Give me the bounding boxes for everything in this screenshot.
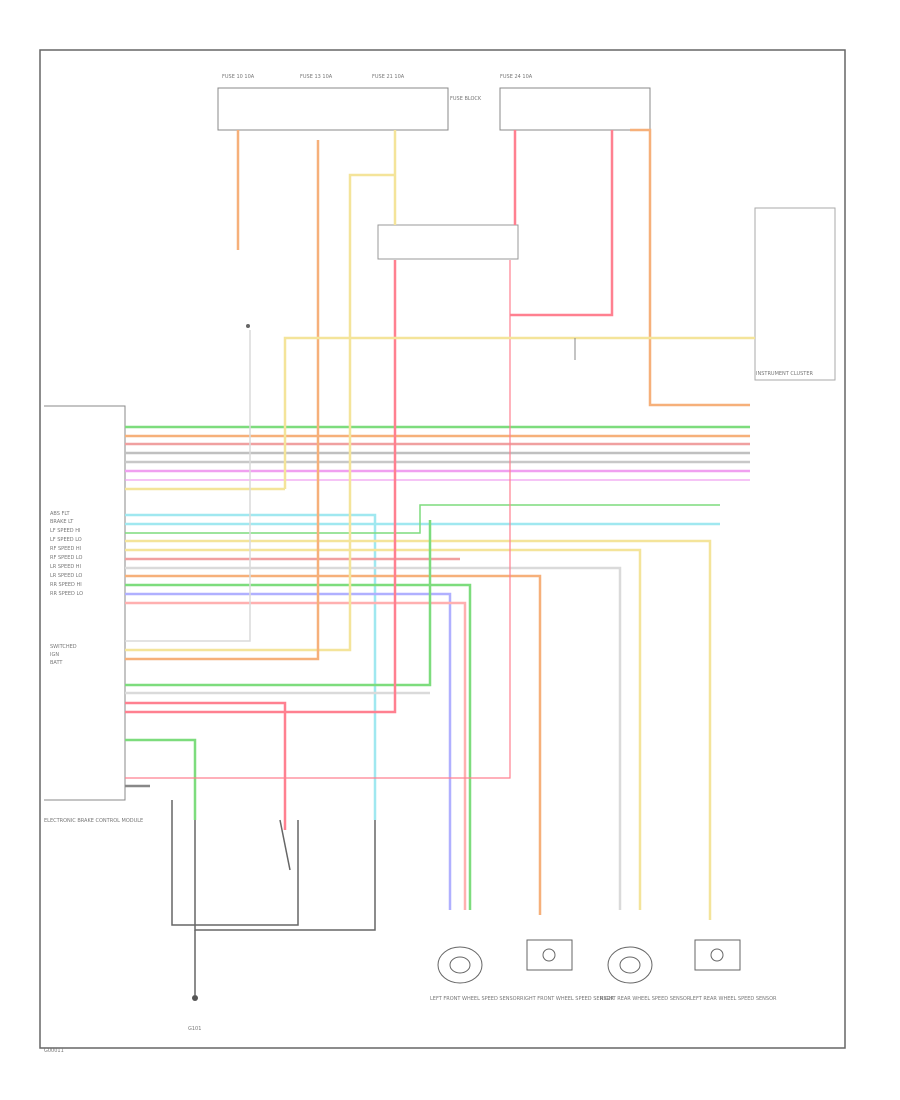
svg-text:LR SPEED LO: LR SPEED LO	[50, 573, 82, 579]
fuse-block-right: FUSE 24 10A	[499, 74, 651, 131]
page-code: G00011	[44, 1048, 64, 1054]
bus-wires	[125, 425, 750, 491]
svg-text:SWITCHED: SWITCHED	[50, 644, 77, 650]
rr-wheel-speed-sensor	[607, 946, 653, 984]
fuse-label-2: FUSE 13 10A	[300, 74, 333, 80]
svg-text:LR SPEED HI: LR SPEED HI	[50, 564, 81, 570]
svg-text:ABS FLT: ABS FLT	[50, 511, 70, 517]
svg-text:BRAKE LT: BRAKE LT	[50, 519, 74, 525]
switch-assembly	[171, 800, 376, 995]
svg-text:RF SPEED LO: RF SPEED LO	[50, 555, 82, 561]
rf-wheel-speed-sensor	[526, 939, 573, 971]
junction-dot	[246, 324, 250, 328]
instrument-cluster-label: INSTRUMENT CLUSTER	[756, 371, 814, 377]
svg-text:RR SPEED LO: RR SPEED LO	[50, 591, 83, 597]
sensor-labels: LEFT FRONT WHEEL SPEED SENSOR RIGHT FRON…	[430, 996, 777, 1002]
ebcm-pin-labels: SWITCHED IGN BATT ABS FLT BRAKE LT LF SP…	[50, 511, 83, 666]
ground-label: G101	[188, 1026, 201, 1032]
ground-symbol	[192, 995, 198, 1001]
supply-wires	[236, 128, 755, 489]
sensor-wires	[125, 140, 720, 920]
diagram-frame	[39, 49, 846, 1049]
ebcm-box: ELECTRONIC BRAKE CONTROL MODULE	[44, 405, 143, 824]
svg-text:RR SPEED HI: RR SPEED HI	[50, 582, 82, 588]
instrument-cluster-box: INSTRUMENT CLUSTER	[754, 207, 836, 381]
fuse-block-title: FUSE BLOCK	[450, 96, 482, 102]
lr-wheel-speed-sensor	[694, 939, 741, 971]
fuse-block-left: FUSE 10 10A FUSE 13 10A FUSE 21 10A FUSE…	[217, 74, 482, 131]
wheel-speed-sensors	[437, 939, 741, 984]
fuse-label-3: FUSE 21 10A	[372, 74, 405, 80]
svg-text:RIGHT FRONT WHEEL SPEED SENSOR: RIGHT FRONT WHEEL SPEED SENSOR	[520, 996, 614, 1002]
fuse-label-1: FUSE 10 10A	[222, 74, 255, 80]
svg-text:LF SPEED HI: LF SPEED HI	[50, 528, 80, 534]
lf-wheel-speed-sensor	[437, 946, 483, 984]
fuse-label-4: FUSE 24 10A	[500, 74, 533, 80]
brake-module-box	[377, 224, 519, 260]
svg-text:LEFT REAR WHEEL SPEED SENSOR: LEFT REAR WHEEL SPEED SENSOR	[690, 996, 777, 1002]
ebcm-label: ELECTRONIC BRAKE CONTROL MODULE	[44, 818, 143, 824]
svg-text:BATT: BATT	[50, 660, 63, 666]
svg-text:RIGHT REAR WHEEL SPEED SENSOR: RIGHT REAR WHEEL SPEED SENSOR	[600, 996, 691, 1002]
svg-text:RF SPEED HI: RF SPEED HI	[50, 546, 81, 552]
svg-text:LEFT FRONT WHEEL SPEED SENSOR: LEFT FRONT WHEEL SPEED SENSOR	[430, 996, 521, 1002]
svg-text:IGN: IGN	[50, 652, 59, 658]
svg-text:LF SPEED LO: LF SPEED LO	[50, 537, 82, 543]
